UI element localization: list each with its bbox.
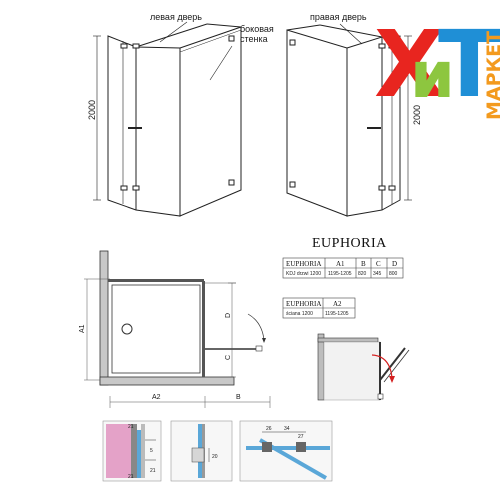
plan-label-c: C	[225, 355, 232, 360]
height-dimension-right: 2000	[412, 105, 422, 125]
table1-r4: 800	[389, 271, 398, 277]
left-enclosure-drawing	[93, 21, 242, 217]
detail-hinge	[170, 420, 233, 482]
detail1-mid-dim: 5	[150, 448, 153, 454]
table2-h0: EUPHORIA	[286, 300, 321, 308]
right-enclosure-drawing	[286, 23, 412, 217]
table1-r1: 1195-1205	[328, 271, 352, 277]
table1-r2: 820	[358, 271, 367, 277]
table1-h0: EUPHORIA	[286, 260, 321, 268]
logo-letter-x: Х	[374, 11, 445, 118]
detail1-top-dim: 21	[128, 424, 134, 430]
table1-h4: D	[392, 260, 397, 268]
plan-view	[84, 250, 271, 408]
table2-r1: 1195-1205	[325, 311, 349, 317]
left-door-label: левая дверь	[150, 12, 202, 22]
logo-letter-t: Т	[438, 11, 500, 118]
logo-market-text: МАРКЕТ	[483, 31, 500, 120]
door-swing-detail	[317, 333, 410, 401]
side-wall-label-1: боковая	[240, 24, 274, 34]
detail-top-bracket	[239, 420, 333, 482]
right-door-label: правая дверь	[310, 12, 367, 22]
detail3-dim-b: 34	[284, 426, 290, 432]
detail1-bottom-dim: 21	[128, 474, 134, 480]
table1-h2: B	[361, 260, 366, 268]
size-table-wall: EUPHORIA A2 ściana 1200 1195-1205	[282, 297, 356, 319]
plan-label-d: D	[225, 313, 232, 318]
size-table-doors: EUPHORIA A1 B C D KDJ drzwi 1200 1195-12…	[282, 257, 404, 279]
model-title: EUPHORIA	[312, 236, 387, 251]
side-wall-label-2: стенка	[240, 34, 268, 44]
plan-label-a2: A2	[152, 394, 161, 401]
table1-h3: C	[376, 260, 381, 268]
logo-letter-i: и	[410, 39, 455, 113]
height-dimension-left: 2000	[87, 100, 97, 120]
plan-label-b: B	[236, 394, 241, 401]
detail-wall-profile	[102, 420, 162, 482]
detail1-side-dim: 21	[150, 468, 156, 474]
table2-r0: ściana 1200	[286, 311, 313, 317]
hit-market-logo: Х и Т МАРКЕТ	[374, 11, 500, 120]
detail2-side-dim: 20	[212, 454, 218, 460]
detail3-dim-a: 26	[266, 426, 272, 432]
table1-r3: 345	[373, 271, 382, 277]
table1-r0: KDJ drzwi 1200	[286, 271, 321, 277]
plan-label-a1: A1	[79, 324, 86, 333]
detail3-dim-c: 27	[298, 434, 304, 440]
table1-h1: A1	[336, 260, 345, 268]
table2-h1: A2	[333, 300, 342, 308]
